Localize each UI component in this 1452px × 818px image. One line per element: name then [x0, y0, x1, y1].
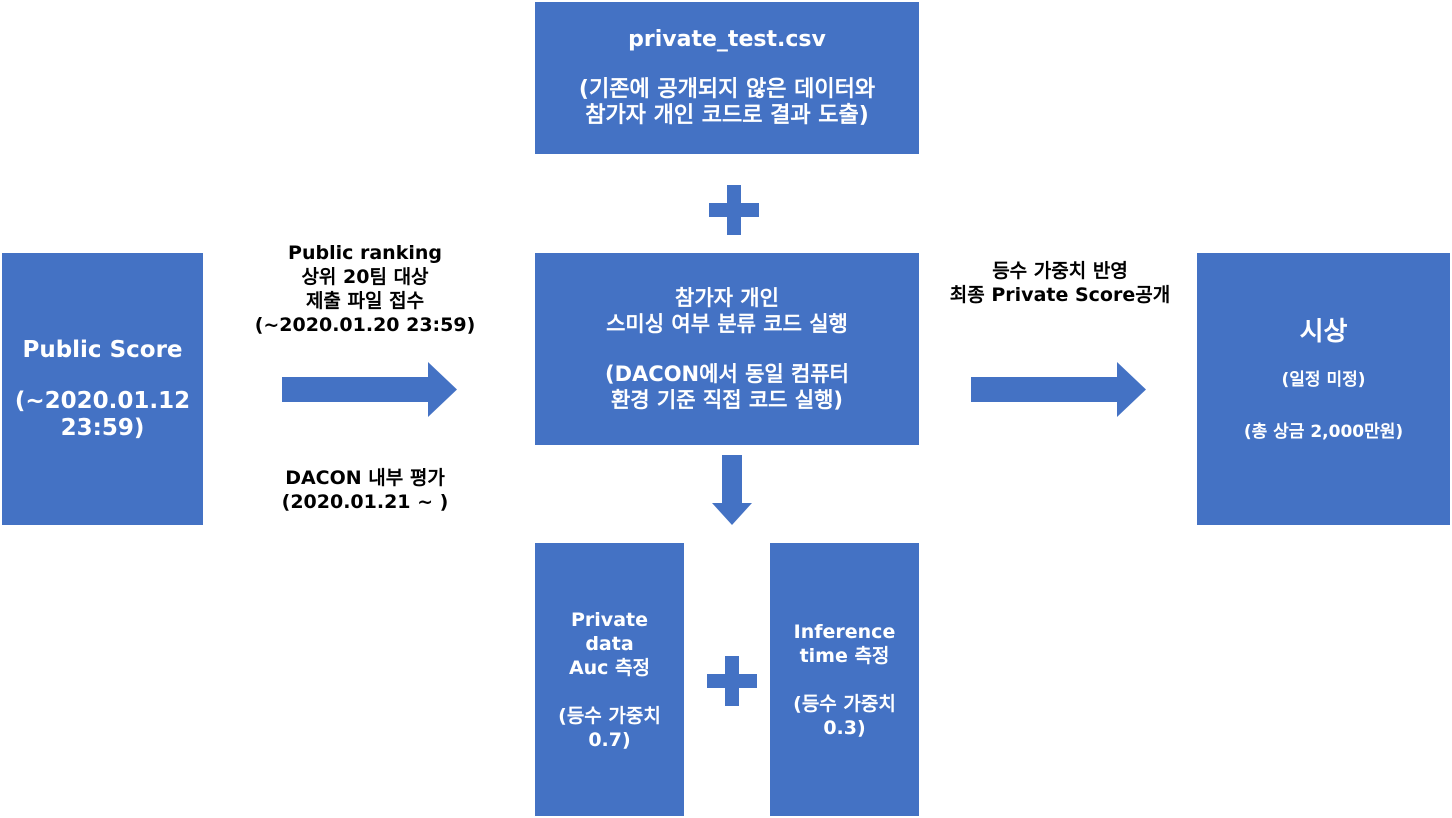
- final-score-line1: 등수 가중치 반영: [992, 260, 1128, 282]
- award-schedule: (일정 미정): [1281, 370, 1366, 390]
- final-score-label: 등수 가중치 반영 최종 Private Score공개: [920, 259, 1200, 307]
- private-auc-line5: 0.7): [588, 728, 631, 751]
- private-auc-line4: (등수 가중치: [558, 704, 661, 727]
- code-execution-line4: 환경 기준 직접 코드 실행): [610, 388, 844, 412]
- code-execution-line1: 참가자 개인: [675, 286, 779, 310]
- internal-eval-label: DACON 내부 평가 (2020.01.21 ~ ): [250, 466, 480, 514]
- arrow-icon: [971, 362, 1146, 417]
- inference-time-line1: Inference: [793, 620, 896, 643]
- code-execution-line3: (DACON에서 동일 컴퓨터: [605, 362, 849, 386]
- arrow-icon: [712, 455, 752, 525]
- final-score-line2: 최종 Private Score공개: [949, 284, 1171, 306]
- plus-icon: [709, 185, 759, 235]
- internal-eval-line1: DACON 내부 평가: [285, 467, 445, 489]
- private-auc-line3: Auc 측정: [568, 656, 651, 679]
- public-score-box: Public Score (~2020.01.12 23:59): [2, 253, 203, 525]
- private-auc-line1: Private: [571, 608, 648, 631]
- internal-eval-line2: (2020.01.21 ~ ): [281, 491, 449, 513]
- submission-label: Public ranking 상위 20팀 대상 제출 파일 접수 (~2020…: [240, 241, 490, 337]
- private-test-desc-line2: 참가자 개인 코드로 결과 도출): [585, 103, 869, 128]
- code-execution-line2: 스미싱 여부 분류 코드 실행: [606, 312, 848, 336]
- submission-label-line4: (~2020.01.20 23:59): [254, 314, 476, 336]
- award-prize: (총 상금 2,000만원): [1243, 422, 1404, 442]
- inference-time-line3: (등수 가중치: [793, 692, 896, 715]
- public-score-date-line1: (~2020.01.12: [14, 387, 191, 414]
- public-score-date-line2: 23:59): [60, 414, 145, 441]
- submission-label-line3: 제출 파일 접수: [305, 290, 425, 312]
- arrow-icon: [282, 362, 457, 417]
- award-title: 시상: [1299, 317, 1348, 347]
- award-box: 시상 (일정 미정) (총 상금 2,000만원): [1197, 253, 1450, 525]
- private-auc-box: Private data Auc 측정 (등수 가중치 0.7): [535, 543, 684, 816]
- private-auc-line2: data: [585, 632, 634, 655]
- inference-time-line4: 0.3): [823, 716, 866, 739]
- inference-time-box: Inference time 측정 (등수 가중치 0.3): [770, 543, 919, 816]
- public-score-title: Public Score: [22, 336, 183, 363]
- inference-time-line2: time 측정: [799, 644, 890, 667]
- code-execution-box: 참가자 개인 스미싱 여부 분류 코드 실행 (DACON에서 동일 컴퓨터 환…: [535, 253, 919, 445]
- private-test-title: private_test.csv: [628, 27, 826, 52]
- private-test-box: private_test.csv (기존에 공개되지 않은 데이터와 참가자 개…: [535, 2, 919, 154]
- plus-icon: [707, 656, 757, 706]
- private-test-desc-line1: (기존에 공개되지 않은 데이터와: [578, 77, 876, 102]
- submission-label-line2: 상위 20팀 대상: [301, 266, 429, 288]
- submission-label-line1: Public ranking: [288, 242, 442, 264]
